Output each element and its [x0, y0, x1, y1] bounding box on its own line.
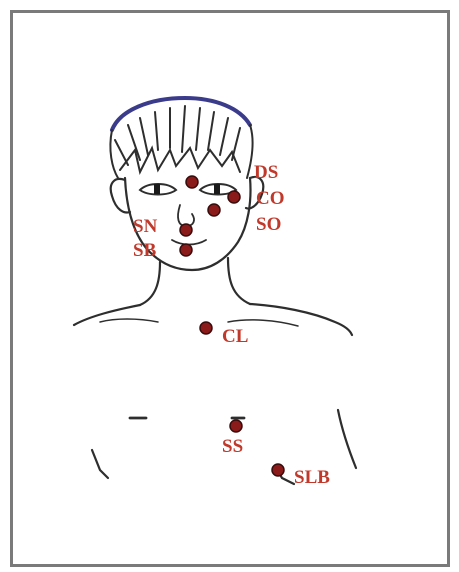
- label-ds: DS: [254, 162, 278, 183]
- label-slb: SLB: [294, 467, 330, 488]
- label-sb: SB: [133, 240, 157, 261]
- label-ss: SS: [222, 436, 243, 457]
- label-sn: SN: [133, 216, 158, 237]
- point-sn: [180, 224, 192, 236]
- point-co: [228, 191, 240, 203]
- label-cl: CL: [222, 326, 248, 347]
- marker-labels: DS CO SO SN SB CL SS SLB: [133, 162, 330, 488]
- point-sb: [180, 244, 192, 256]
- torso: [74, 304, 356, 484]
- point-cl: [200, 322, 212, 334]
- hair: [110, 98, 252, 178]
- label-co: CO: [256, 188, 285, 209]
- label-so: SO: [256, 214, 281, 235]
- point-ds: [186, 176, 198, 188]
- point-slb: [272, 464, 284, 476]
- point-ss: [230, 420, 242, 432]
- point-so: [208, 204, 220, 216]
